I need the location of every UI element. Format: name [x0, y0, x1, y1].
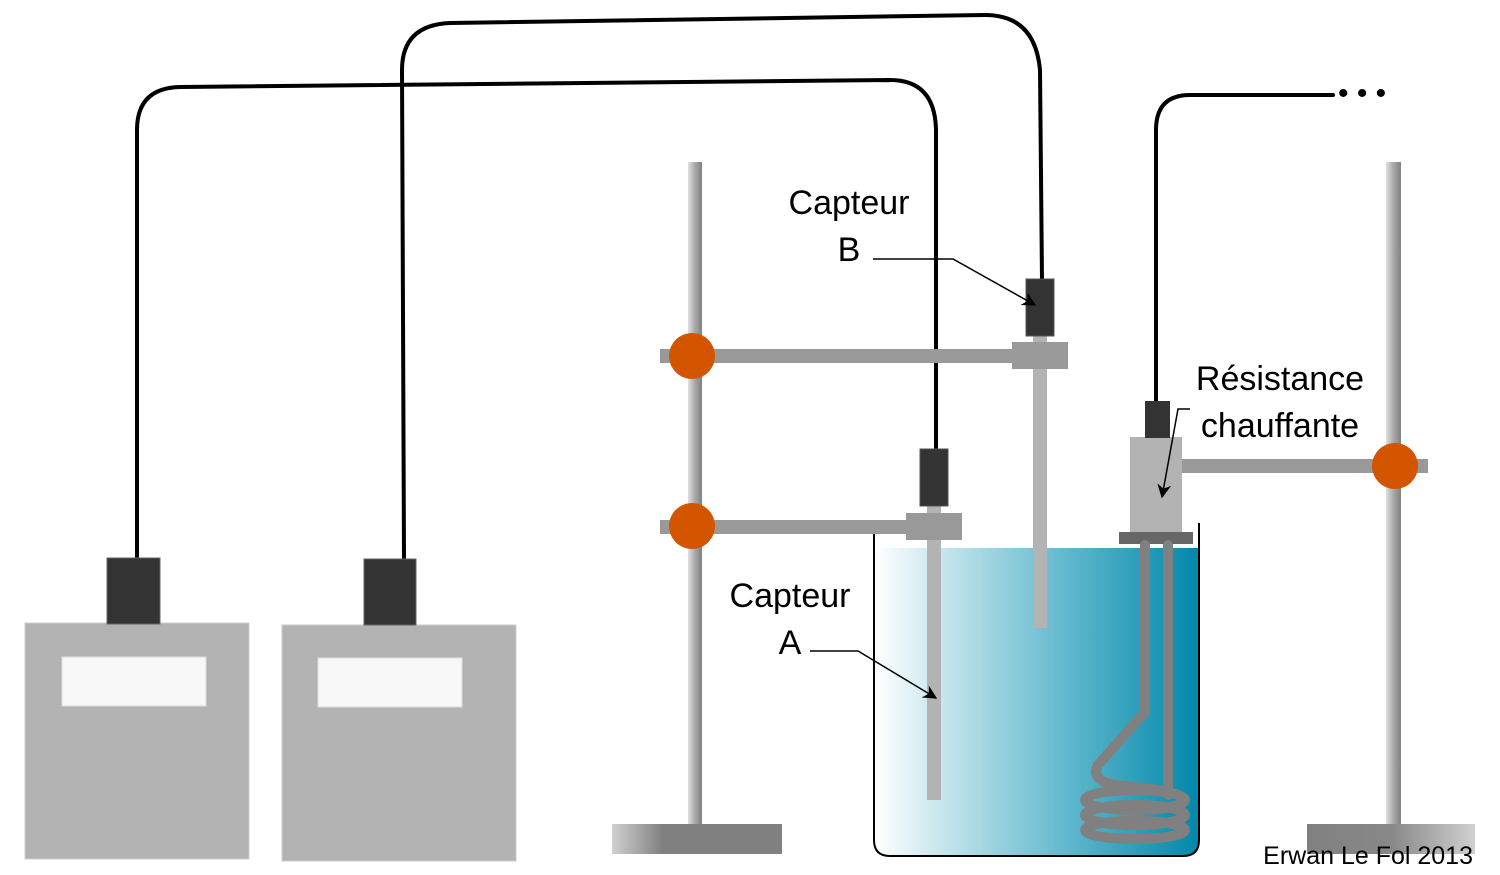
heater-connector	[1145, 401, 1170, 438]
sensor-a-connector	[919, 448, 949, 507]
sensor-a	[906, 448, 962, 800]
device-1-connector	[106, 557, 161, 625]
sensor-b-connector	[1025, 278, 1055, 337]
arrow-sensor-a	[810, 650, 938, 699]
heating-resistor	[1080, 401, 1193, 844]
label-sensor-a-line2: A	[779, 624, 802, 662]
beaker-with-water	[873, 523, 1200, 857]
beaker-outline	[873, 523, 1200, 857]
wire-heater	[1154, 93, 1335, 404]
measurement-device-1	[24, 557, 250, 860]
label-heater-line2: chauffante	[1201, 407, 1359, 445]
label-sensor-b: Capteur B	[789, 184, 1037, 306]
arrow-sensor-b	[873, 258, 1037, 306]
arm-heater	[1180, 459, 1428, 473]
sensor-b	[1012, 278, 1068, 628]
clamp-right	[1372, 443, 1418, 489]
clamp-lower	[669, 503, 715, 549]
heater-body	[1130, 437, 1182, 533]
device-1-screen	[61, 656, 207, 707]
device-2-connector	[363, 558, 417, 626]
wires	[135, 12, 1335, 562]
sensor-b-probe	[1033, 335, 1047, 628]
arm-sensor-b	[660, 349, 1030, 363]
stand-left-base	[612, 824, 782, 854]
sensor-a-probe	[927, 506, 941, 800]
device-2-screen	[317, 657, 463, 708]
label-sensor-b-line2: B	[838, 231, 861, 269]
label-sensor-b-line1: Capteur	[789, 184, 910, 222]
continuation-dots: • • •	[1338, 77, 1386, 110]
stand-right-base	[1307, 824, 1475, 854]
credit-text: Erwan Le Fol 2013	[1263, 842, 1473, 870]
stand-right-rod	[1386, 162, 1401, 827]
heater-plate	[1119, 532, 1193, 544]
stand-left-rod	[688, 162, 702, 827]
arrow-heater	[1157, 408, 1190, 499]
label-heater-line1: Résistance	[1196, 360, 1364, 398]
clamp-upper	[669, 333, 715, 379]
heater-coil	[1080, 540, 1190, 844]
wire-device1-to-sensor-a	[135, 77, 938, 560]
wire-device2-to-sensor-b	[399, 12, 1044, 562]
label-sensor-a: Capteur A	[730, 577, 938, 699]
stand-right	[1180, 162, 1475, 854]
arm-sensor-a	[660, 520, 920, 534]
measurement-device-2	[281, 558, 517, 862]
water	[874, 548, 1199, 856]
label-heater: Résistance chauffante	[1157, 360, 1364, 499]
label-sensor-a-line1: Capteur	[730, 577, 851, 615]
